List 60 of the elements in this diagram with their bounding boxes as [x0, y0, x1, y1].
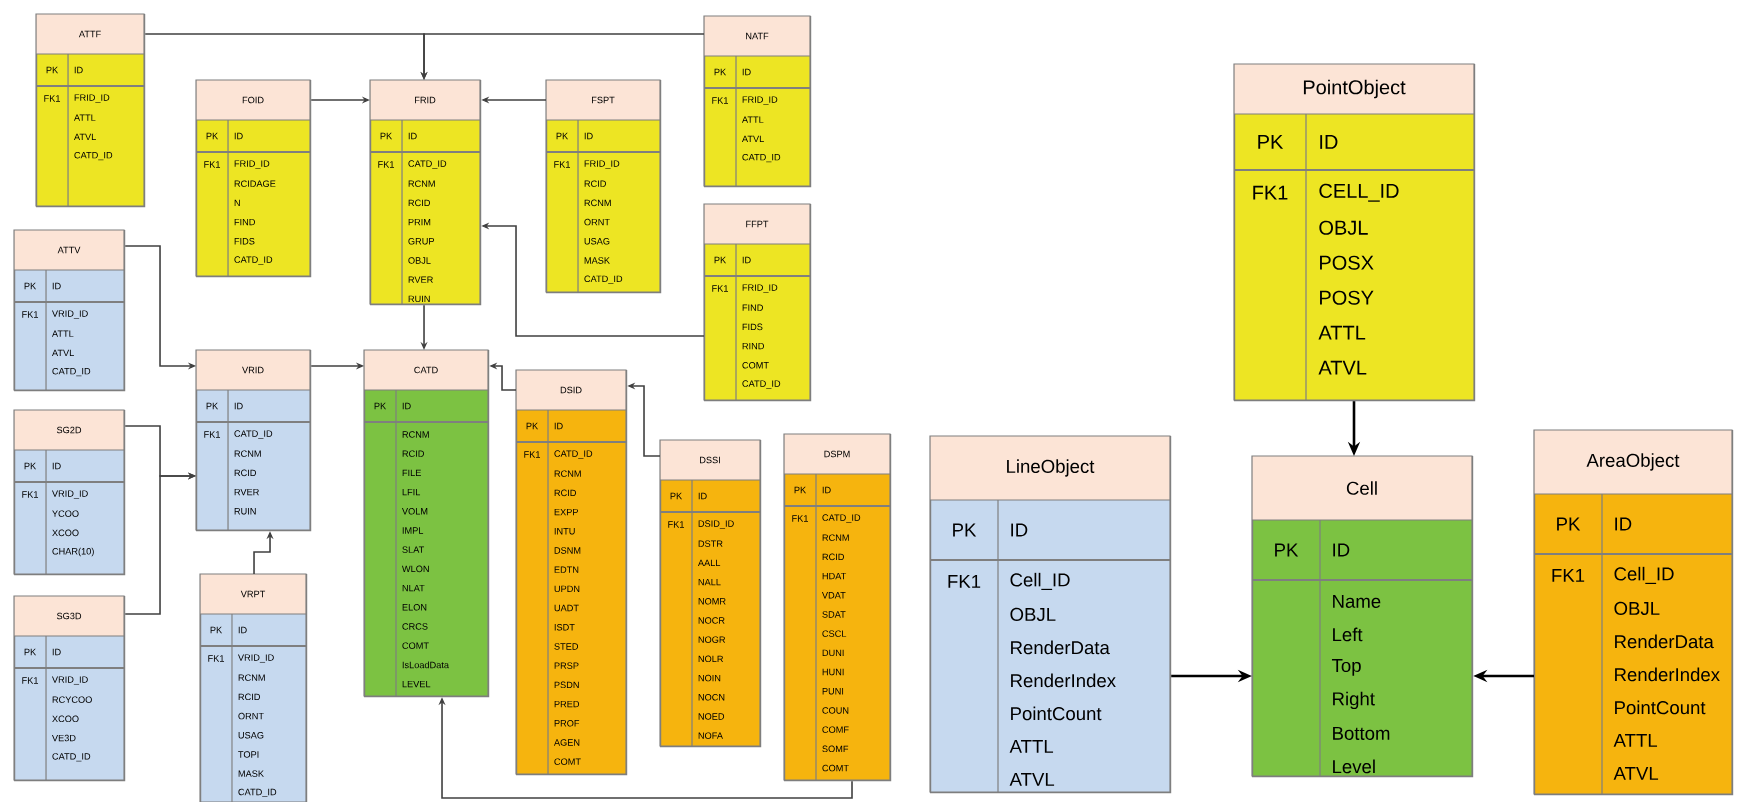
table-title: Cell: [1346, 481, 1377, 495]
entity-table: [363, 349, 490, 698]
key-label: PK: [953, 523, 977, 537]
field-name: Cell_ID: [1010, 572, 1070, 591]
field-name: RenderData: [1615, 634, 1714, 649]
entity-table: [195, 349, 312, 532]
entity-table: [703, 203, 812, 402]
entity-table: [199, 573, 308, 802]
entity-table: [13, 229, 126, 392]
entity-table: [369, 79, 482, 306]
entity-table: [1233, 63, 1476, 402]
field-name: ID: [1615, 517, 1632, 531]
field-name: Top: [1331, 659, 1361, 676]
entity-table: [659, 439, 762, 748]
field-name: CELL_ID: [1319, 183, 1399, 202]
field-name: ATTL: [1613, 734, 1658, 747]
field-name: Right: [1333, 691, 1375, 710]
field-name: POSY: [1320, 290, 1374, 305]
field-name: OBJL: [1319, 220, 1368, 235]
field-name: ATTL: [1009, 740, 1054, 753]
entity-table: [13, 595, 126, 782]
field-name: ATVL: [1318, 360, 1367, 375]
entity-table: [929, 435, 1172, 794]
field-name: PointCount: [1011, 706, 1102, 721]
entity-table: [35, 13, 146, 208]
key-label: FK1: [948, 575, 981, 588]
field-name: ID: [1011, 523, 1028, 537]
entity-table: [1533, 429, 1734, 796]
field-name: Level: [1333, 759, 1375, 774]
entity-table: [515, 369, 628, 776]
entity-table: [195, 79, 312, 278]
field-name: ATVL: [1613, 767, 1659, 780]
field-name: Name: [1333, 594, 1381, 608]
field-name: Left: [1333, 627, 1363, 642]
field-name: ID: [1320, 135, 1338, 149]
field-name: OBJL: [1010, 607, 1056, 621]
field-name: ID: [1333, 543, 1350, 557]
field-name: ATVL: [1009, 773, 1055, 786]
entity-table: [13, 409, 126, 576]
field-name: RenderData: [1011, 640, 1110, 655]
field-name: RenderIndex: [1011, 673, 1116, 688]
field-name: Cell_ID: [1614, 566, 1674, 585]
entity-table: [783, 433, 892, 782]
field-name: ATTL: [1318, 325, 1366, 340]
entity-table: [703, 15, 812, 188]
table-title: PointObject: [1303, 79, 1406, 99]
table-title: LineObject: [1007, 459, 1095, 477]
table-title: AreaObject: [1586, 453, 1680, 471]
entity-table: [1251, 455, 1474, 778]
entity-table: [545, 79, 662, 294]
key-label: FK1: [1552, 569, 1585, 582]
key-label: PK: [1258, 135, 1284, 149]
field-name: Bottom: [1333, 726, 1390, 740]
field-name: OBJL: [1614, 601, 1660, 615]
field-name: POSX: [1320, 255, 1374, 270]
field-name: RenderIndex: [1615, 667, 1720, 682]
field-name: PointCount: [1615, 700, 1706, 715]
key-label: PK: [1275, 543, 1299, 557]
key-label: PK: [1557, 517, 1581, 531]
key-label: FK1: [1253, 185, 1288, 200]
